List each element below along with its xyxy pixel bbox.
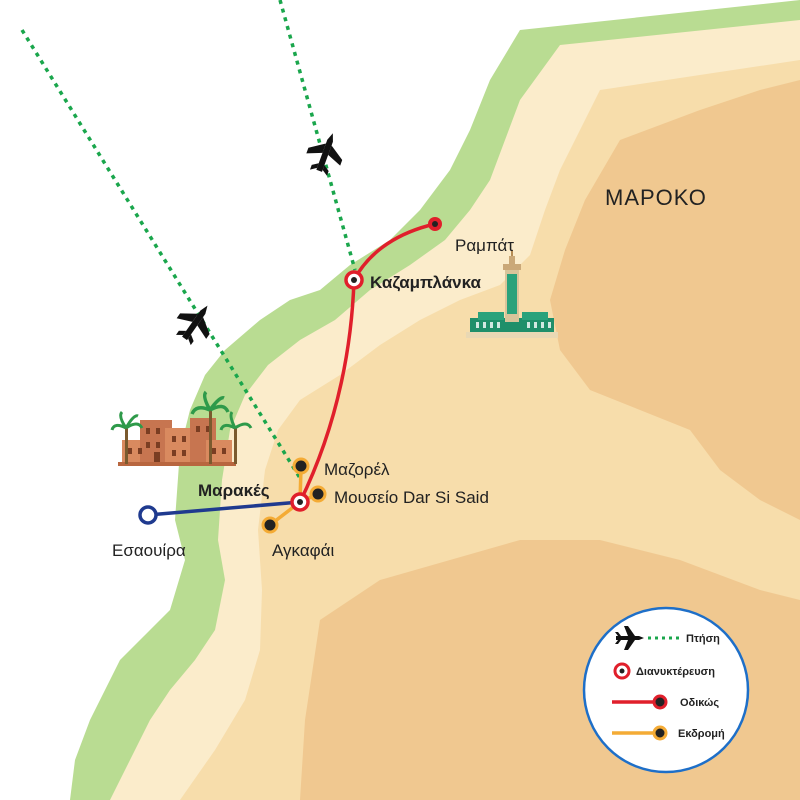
map-legend: Πτήση Διανυκτέρευση Οδικώς Εκδρομή bbox=[582, 606, 750, 774]
casablanca-marker-center bbox=[351, 277, 357, 283]
rabat-dot-center bbox=[432, 221, 438, 227]
dar-si-said-dot bbox=[309, 485, 327, 503]
palm-tree-icon bbox=[110, 410, 144, 464]
palm-tree-icon bbox=[219, 411, 253, 464]
legend-circle bbox=[582, 606, 750, 774]
hassan-mosque-icon bbox=[466, 250, 558, 338]
road-route-red bbox=[298, 222, 436, 503]
dar-si-said-label: Μουσείο Dar Si Said bbox=[334, 488, 489, 507]
land-dark bbox=[550, 80, 800, 520]
legend-excursion-dot bbox=[652, 725, 668, 741]
airplane-icon bbox=[615, 626, 644, 650]
majorelle-dot bbox=[292, 457, 310, 475]
legend-overnight-marker-center bbox=[619, 668, 625, 674]
marrakech-marker-center bbox=[297, 499, 303, 505]
legend-road-label: Οδικώς bbox=[680, 697, 719, 709]
country-label: ΜΑΡΟΚΟ bbox=[605, 185, 707, 210]
legend-excursion-label: Εκδρομή bbox=[678, 728, 725, 740]
flight-path-casablanca bbox=[278, 0, 357, 271]
legend-road-dot bbox=[652, 694, 668, 710]
road-route-blue bbox=[147, 500, 301, 517]
legend-overnight-label: Διανυκτέρευση bbox=[636, 666, 715, 678]
essaouira-label: Εσαουίρα bbox=[112, 541, 186, 560]
airplane-icon bbox=[176, 305, 210, 346]
legend-flight-label: Πτήση bbox=[686, 633, 720, 645]
airplane-icon bbox=[306, 133, 343, 176]
marrakech-label: Μαρακές bbox=[198, 481, 270, 500]
rabat-label: Ραμπάτ bbox=[455, 236, 514, 255]
majorelle-label: Μαζορέλ bbox=[324, 460, 390, 479]
flight-path-marrakech bbox=[20, 29, 302, 479]
agafay-label: Αγκαφάι bbox=[272, 541, 335, 560]
palm-tree-icon bbox=[190, 390, 230, 464]
casablanca-label: Καζαμπλάνκα bbox=[370, 273, 482, 292]
agafay-dot bbox=[261, 516, 279, 534]
essaouira-marker bbox=[138, 505, 158, 525]
